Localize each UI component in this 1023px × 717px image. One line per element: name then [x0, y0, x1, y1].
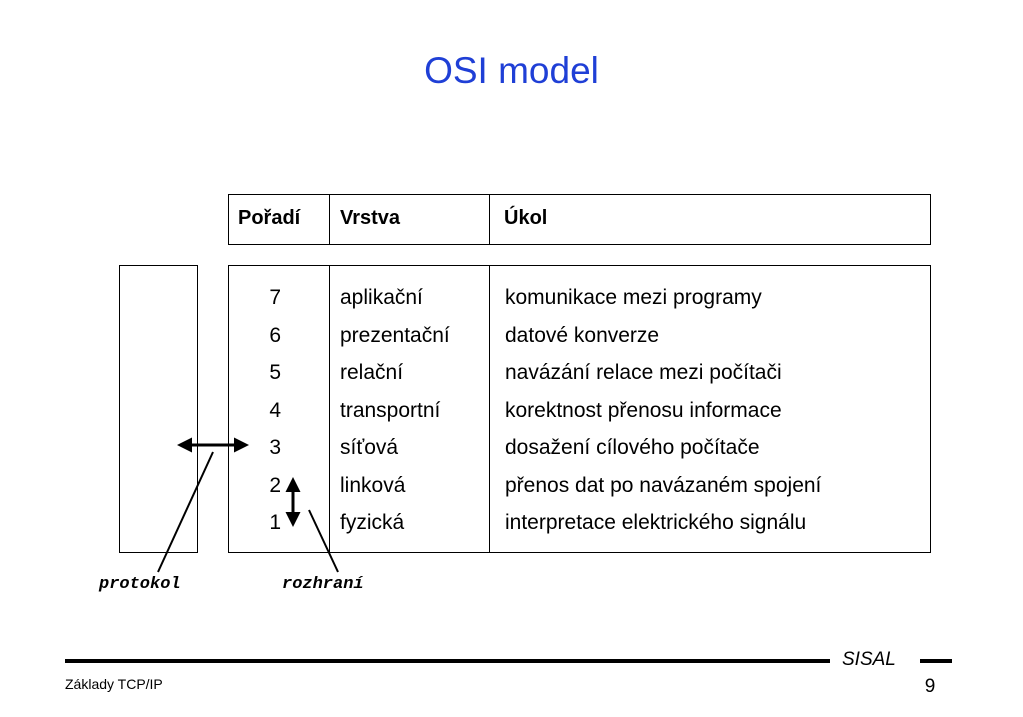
layer-task: komunikace mezi programy: [505, 286, 762, 309]
layer-name: síťová: [340, 436, 399, 459]
layer-order: 5: [269, 361, 281, 384]
table-row: 3 síťová dosažení cílového počítače: [229, 436, 932, 474]
layer-task: interpretace elektrického signálu: [505, 511, 807, 534]
column-divider: [329, 266, 330, 552]
table-header: Pořadí Vrstva Úkol: [228, 194, 931, 245]
column-divider: [329, 195, 330, 244]
header-task: Úkol: [504, 207, 548, 229]
table-row: 1 fyzická interpretace elektrického signál…: [229, 511, 932, 549]
table-row: 7 aplikační komunikace mezi programy: [229, 286, 932, 324]
layer-order: 2: [269, 473, 281, 497]
layer-order: 7: [269, 286, 281, 309]
layer-task: přenos dat po navázaném spojení: [505, 473, 822, 497]
page-number: 9: [924, 676, 936, 697]
layer-task: korektnost přenosu informace: [505, 398, 782, 422]
layer-name: linková: [340, 473, 406, 497]
peer-layer-box: [119, 265, 198, 553]
header-layer: Vrstva: [340, 207, 401, 229]
layer-order: 4: [269, 398, 281, 422]
layer-name: prezentační: [340, 323, 450, 347]
table-row: 2 linková přenos dat po navázaném spojení: [229, 474, 932, 512]
layer-task: navázání relace mezi počítači: [505, 361, 782, 384]
table-row: 6 prezentační datové konverze: [229, 324, 932, 362]
column-divider: [489, 195, 490, 244]
column-divider: [489, 266, 490, 552]
protocol-label: protokol: [99, 575, 181, 594]
table-row: 4 transportní korektnost přenosu informace: [229, 399, 932, 437]
protocol-pointer-line: [157, 451, 214, 573]
layer-name: relační: [340, 361, 404, 384]
interface-label: rozhraní: [282, 575, 364, 594]
layer-order: 6: [269, 323, 281, 347]
footer-course-title: Základy TCP/IP: [65, 676, 163, 692]
layer-name: fyzická: [340, 511, 405, 534]
layer-name: aplikační: [340, 286, 423, 309]
table-row: 5 relační navázání relace mezi počítači: [229, 361, 932, 399]
layer-task: dosažení cílového počítače: [505, 436, 760, 459]
slide-title: OSI model: [424, 50, 599, 91]
layer-order: 1: [269, 511, 281, 534]
table-body: 7 aplikační komunikace mezi programy 6 preze…: [228, 265, 931, 553]
interface-pointer-line: [308, 509, 339, 573]
layer-task: datové konverze: [505, 323, 660, 347]
footer-rule-left: [65, 659, 830, 663]
header-order: Pořadí: [238, 207, 301, 229]
layer-name: transportní: [340, 398, 441, 422]
layer-order: 3: [269, 436, 281, 459]
footer-rule-right: [920, 659, 952, 663]
brand-label: SISAL: [842, 649, 896, 670]
